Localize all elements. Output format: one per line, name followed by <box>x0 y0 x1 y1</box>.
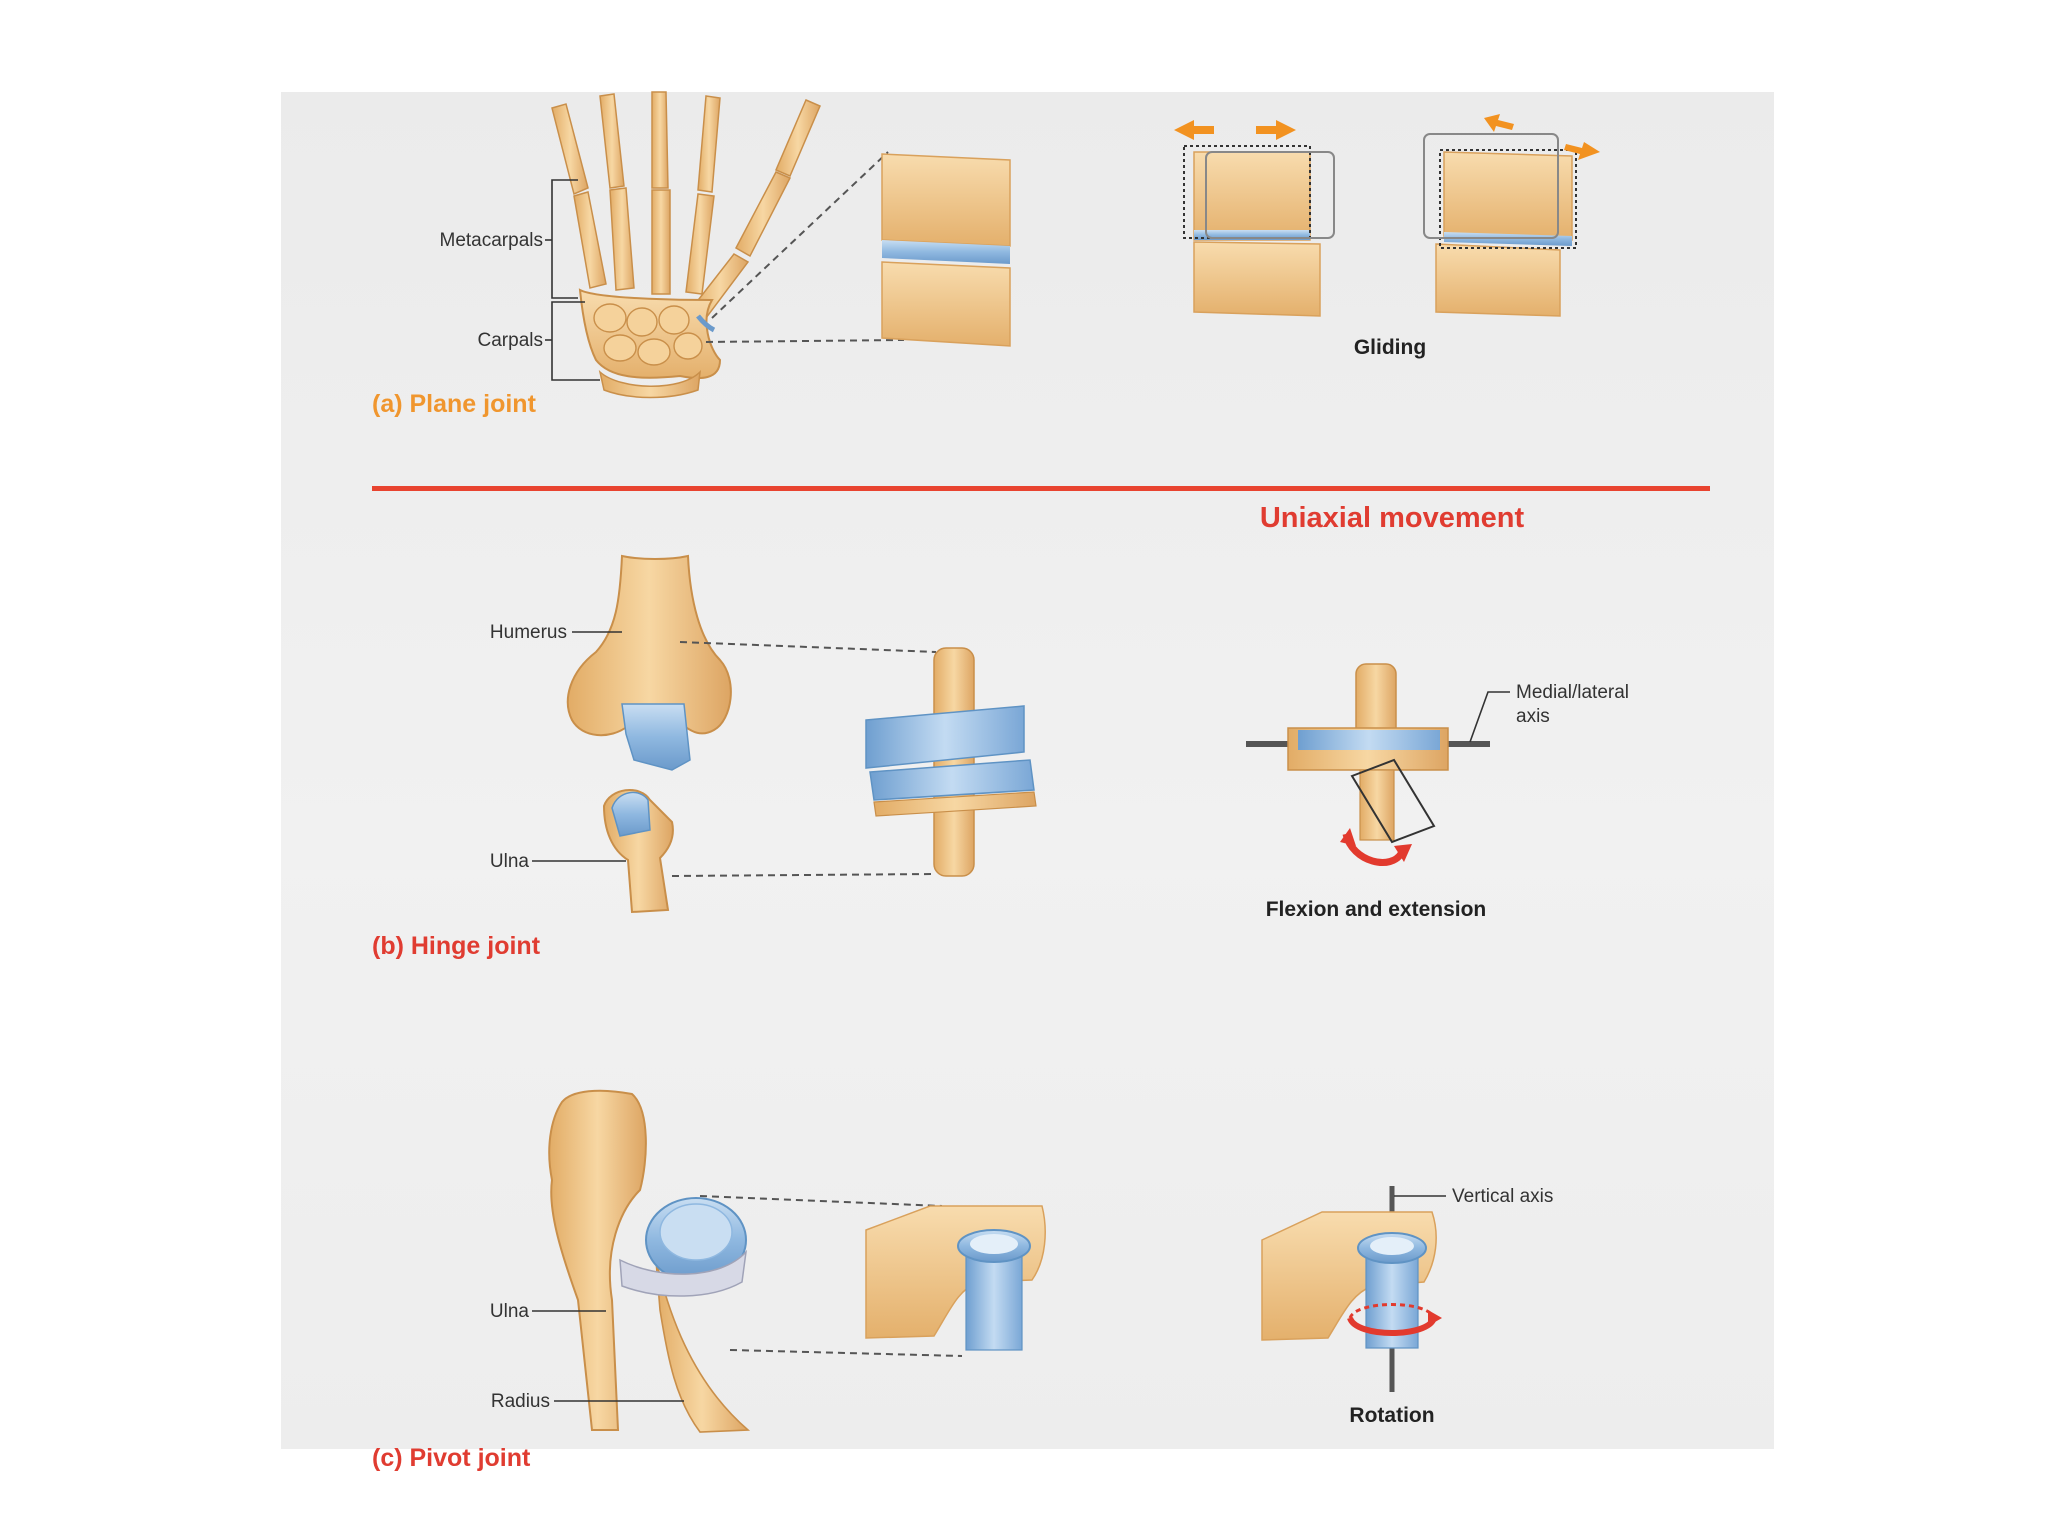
hand-skeleton-icon <box>551 91 821 399</box>
hinge-joint-title: (b) Hinge joint <box>372 932 541 960</box>
ulna-label-hinge: Ulna <box>490 851 530 872</box>
radius-label: Radius <box>491 1391 550 1412</box>
humerus-label: Humerus <box>490 622 567 643</box>
uniaxial-heading: Uniaxial movement <box>1260 502 1525 534</box>
elbow-bones-icon <box>566 554 732 914</box>
vertical-axis-label: Vertical axis <box>1452 1186 1553 1207</box>
cylinder-joint-icon <box>865 647 1037 877</box>
block-joint-icon <box>1423 133 1577 317</box>
pivot-ring-icon <box>865 1205 1046 1351</box>
forearm-bones-icon <box>548 1089 751 1433</box>
pivot-ring-icon <box>1261 1186 1437 1392</box>
gliding-caption: Gliding <box>1354 336 1426 359</box>
pivot-joint-title: (c) Pivot joint <box>372 1444 531 1472</box>
block-joint-icon <box>1183 145 1335 317</box>
flexion-extension-caption: Flexion and extension <box>1266 898 1487 921</box>
rotation-arrow-icon <box>1347 1303 1442 1336</box>
carpals-label: Carpals <box>478 330 543 351</box>
rotation-arrow-icon <box>1340 828 1412 866</box>
metacarpals-label: Metacarpals <box>440 230 544 251</box>
movement-arrow-icon <box>1174 120 1296 140</box>
medial-lateral-axis-label: Medial/lateral <box>1516 682 1629 703</box>
section-divider <box>372 486 1710 491</box>
ulna-label-pivot: Ulna <box>490 1301 530 1322</box>
movement-arrow-icon <box>1484 114 1600 160</box>
cylinder-joint-icon <box>1246 663 1490 844</box>
block-joint-icon <box>881 153 1011 347</box>
rotation-caption: Rotation <box>1349 1404 1434 1427</box>
plane-joint-title: (a) Plane joint <box>372 390 537 418</box>
medial-lateral-axis-label-2: axis <box>1516 706 1550 727</box>
